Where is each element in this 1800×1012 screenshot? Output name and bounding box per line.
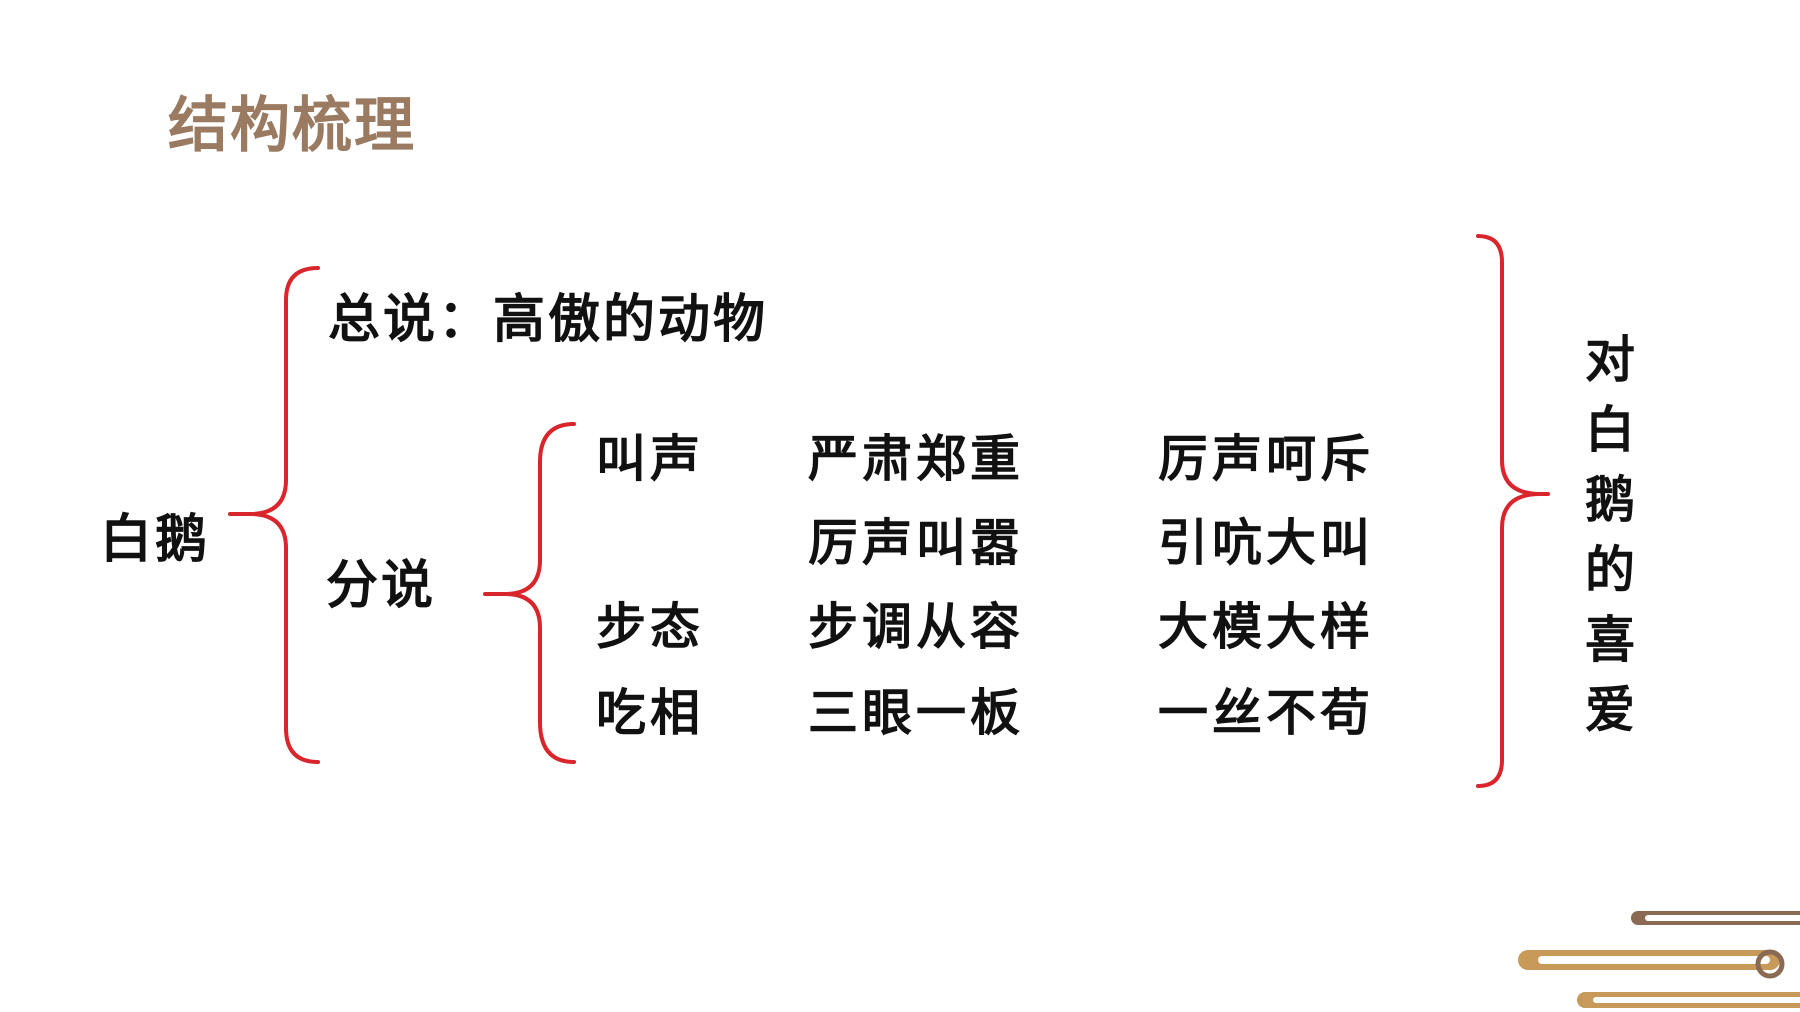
row-aspect: 步态 [596,598,704,656]
left-brace [249,266,320,764]
inner-brace [504,422,576,764]
row-phrase1: 步调从容 [808,598,1024,656]
row-phrase2: 大模大样 [1158,598,1374,656]
row-aspect: 叫声 [596,430,704,488]
row-aspect: 吃相 [596,684,704,742]
row-phrase2: 引吭大叫 [1158,514,1374,572]
root-label: 白鹅 [100,510,211,570]
right-brace [1476,234,1541,788]
row-phrase2: 厉声呵斥 [1158,430,1374,488]
detail-label: 分说 [326,556,437,616]
row-phrase1: 厉声叫嚣 [808,514,1024,572]
row-phrase1: 严肃郑重 [808,430,1024,488]
row-phrase1: 三眼一板 [808,684,1024,742]
cloud-scroll-decoration [1518,911,1800,1008]
overview-text: 总说：高傲的动物 [328,290,769,350]
slide-title: 结构梳理 [168,91,416,161]
row-phrase2: 一丝不苟 [1158,684,1374,742]
conclusion-text: 对白鹅的喜爱 [1585,331,1635,739]
